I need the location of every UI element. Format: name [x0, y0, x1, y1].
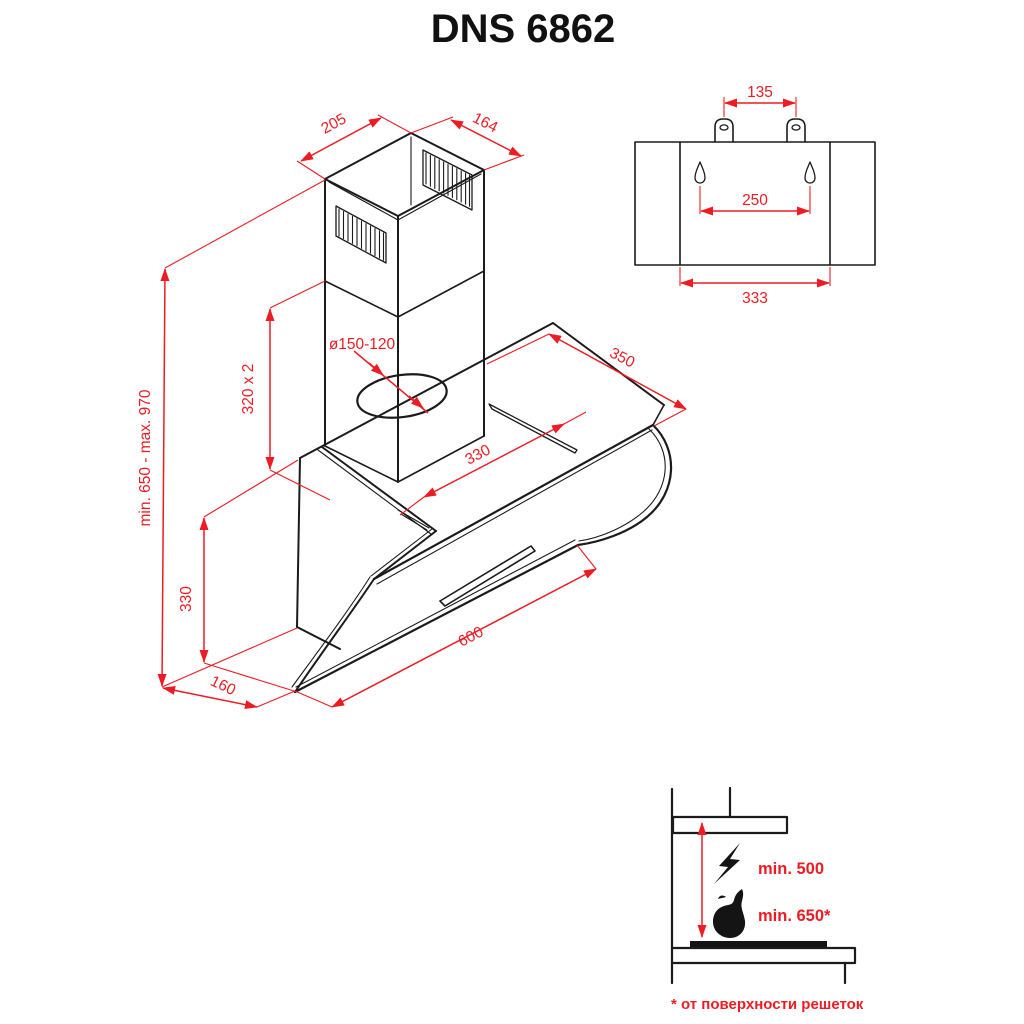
mounting-plate-view: 135 250 333 [634, 84, 876, 307]
keyhole-slot-left [694, 161, 706, 184]
hood-body [296, 322, 665, 650]
dim-chimney-sections: 320 x 2 [240, 364, 257, 415]
page-title: DNS 6862 [431, 7, 616, 51]
dim-keyhole-spacing: 250 [742, 192, 768, 209]
louver-vent-inner [422, 149, 473, 211]
electric-clearance-label: min. 500 [758, 860, 824, 878]
dim-body-height: 330 [178, 586, 195, 612]
mounting-hook-left [714, 118, 734, 143]
gas-clearance-label: min. 650* [758, 907, 831, 925]
dim-width: 600 [456, 623, 487, 650]
hood-side-view [671, 815, 789, 835]
keyhole-slot-right [804, 161, 816, 184]
dim-hook-spacing: 135 [747, 84, 773, 101]
cooktop-surface [690, 941, 827, 948]
duct-outlet-hole [356, 373, 448, 419]
mounting-hook-right [786, 118, 806, 143]
main-isometric-view: 205 164 ø150-120 320 x 2 min. 650 - max.… [137, 110, 687, 710]
counter [670, 946, 857, 965]
louver-vent-front [335, 205, 387, 264]
dim-total-height: min. 650 - max. 970 [137, 389, 154, 526]
lightning-icon [714, 843, 740, 884]
clearance-view: min. 500 min. 650* * от поверхности реше… [670, 786, 864, 1013]
plate-dimensions: 135 250 333 [679, 84, 831, 307]
dim-duct-diameter: ø150-120 [329, 336, 396, 353]
glass-slot [439, 545, 536, 607]
dim-plate-width: 333 [742, 290, 768, 307]
glass-panel [291, 423, 673, 694]
dim-bottom-depth: 160 [208, 673, 239, 699]
chimney [324, 132, 485, 483]
clearance-footnote: * от поверхности решеток [671, 996, 864, 1013]
dim-chimney-depth: 205 [318, 110, 349, 137]
flame-icon [713, 889, 746, 938]
